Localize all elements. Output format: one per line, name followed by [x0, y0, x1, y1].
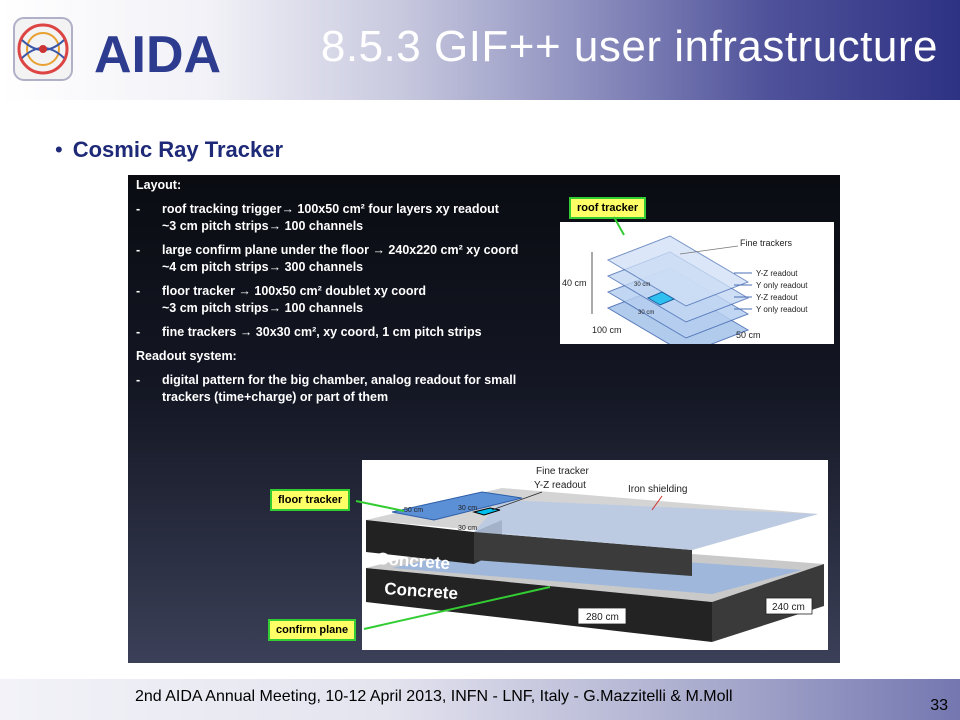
fine-tracker-label: Fine tracker	[536, 466, 589, 477]
title-bar	[0, 0, 960, 100]
yz-readout-label: Y-Z readout	[534, 480, 586, 491]
aida-logo-text: AIDA	[94, 26, 221, 84]
layout-item-1-line1: -roof tracking trigger→ 100x50 cm² four …	[136, 202, 499, 216]
readout-label-2: Y only readout	[756, 281, 808, 290]
bullet-item: • Cosmic Ray Tracker	[55, 137, 283, 163]
readout-label-4: Y only readout	[756, 305, 808, 314]
floor-100cm-label: 100 cm	[402, 534, 432, 544]
readout-label-3: Y-Z readout	[756, 293, 798, 302]
concrete-280cm-label: 280 cm	[586, 612, 619, 623]
bullet-dot-icon: •	[55, 137, 63, 162]
readout-label-1: Y-Z readout	[756, 269, 798, 278]
floor-30cm-label-a: 30 cm	[458, 505, 477, 512]
roof-fine-size-a: 30 cm	[634, 282, 650, 288]
readout-labels: Y-Z readout Y only readout Y-Z readout Y…	[734, 269, 808, 314]
layout-item-2-line1: -large confirm plane under the floor → 2…	[136, 243, 519, 257]
bullet-text: Cosmic Ray Tracker	[72, 137, 284, 162]
floor-50cm-label: 50 cm	[404, 507, 423, 514]
iron-shielding-label: Iron shielding	[628, 484, 687, 495]
floor-tracker-callout: floor tracker	[270, 489, 351, 511]
roof-tracker-callout: roof tracker	[569, 197, 647, 219]
footer-bar	[0, 679, 960, 720]
roof-fine-size-b: 30 cm	[638, 310, 654, 316]
roof-height-label: 40 cm	[562, 278, 587, 288]
concrete-240cm-label: 240 cm	[772, 602, 805, 613]
layout-item-2-line2: ~4 cm pitch strips→ 300 channels	[162, 260, 364, 274]
concrete-slab-top	[366, 488, 818, 576]
floor-tracker-diagram: Fine tracker Y-Z readout Iron shielding …	[362, 460, 828, 650]
layout-item-3-line1: -floor tracker → 100x50 cm² doublet xy c…	[136, 284, 426, 298]
roof-tracker-layers	[607, 235, 749, 355]
aida-logo-emblem	[13, 17, 73, 81]
callout-pointers	[355, 216, 625, 630]
layout-item-1-line2: ~3 cm pitch strips→ 100 channels	[162, 219, 364, 233]
floor-30cm-label-b: 30 cm	[458, 525, 477, 532]
footer-text: 2nd AIDA Annual Meeting, 10-12 April 201…	[135, 688, 733, 705]
tracker-figure-panel: Layout: -roof tracking trigger→ 100x50 c…	[128, 175, 840, 663]
slide-title: 8.5.3 GIF++ user infrastructure	[320, 22, 938, 71]
readout-item-1-line1: -digital pattern for the big chamber, an…	[136, 373, 517, 387]
layout-heading: Layout:	[136, 178, 182, 192]
layout-item-4-line1: -fine trackers → 30x30 cm², xy coord, 1 …	[136, 325, 482, 339]
roof-depth-label: 50 cm	[736, 330, 761, 340]
layout-description: Layout: -roof tracking trigger→ 100x50 c…	[136, 177, 566, 406]
readout-item-1-line2: trackers (time+charge) or part of them	[162, 390, 389, 404]
fine-trackers-label: Fine trackers	[740, 238, 793, 248]
floor-tracker-plate	[391, 491, 523, 521]
page-number: 33	[930, 697, 948, 714]
roof-fine-tracker	[646, 291, 676, 306]
layout-item-3-line2: ~3 cm pitch strips→ 100 channels	[162, 301, 364, 315]
roof-width-label: 100 cm	[592, 325, 622, 335]
roof-tracker-diagram: 40 cm 100 cm 50 cm 30 cm 30 cm Fine trac…	[560, 222, 834, 355]
confirm-plane-callout: confirm plane	[268, 619, 357, 641]
readout-heading: Readout system:	[136, 349, 237, 363]
aida-logo: AIDA	[13, 17, 221, 84]
